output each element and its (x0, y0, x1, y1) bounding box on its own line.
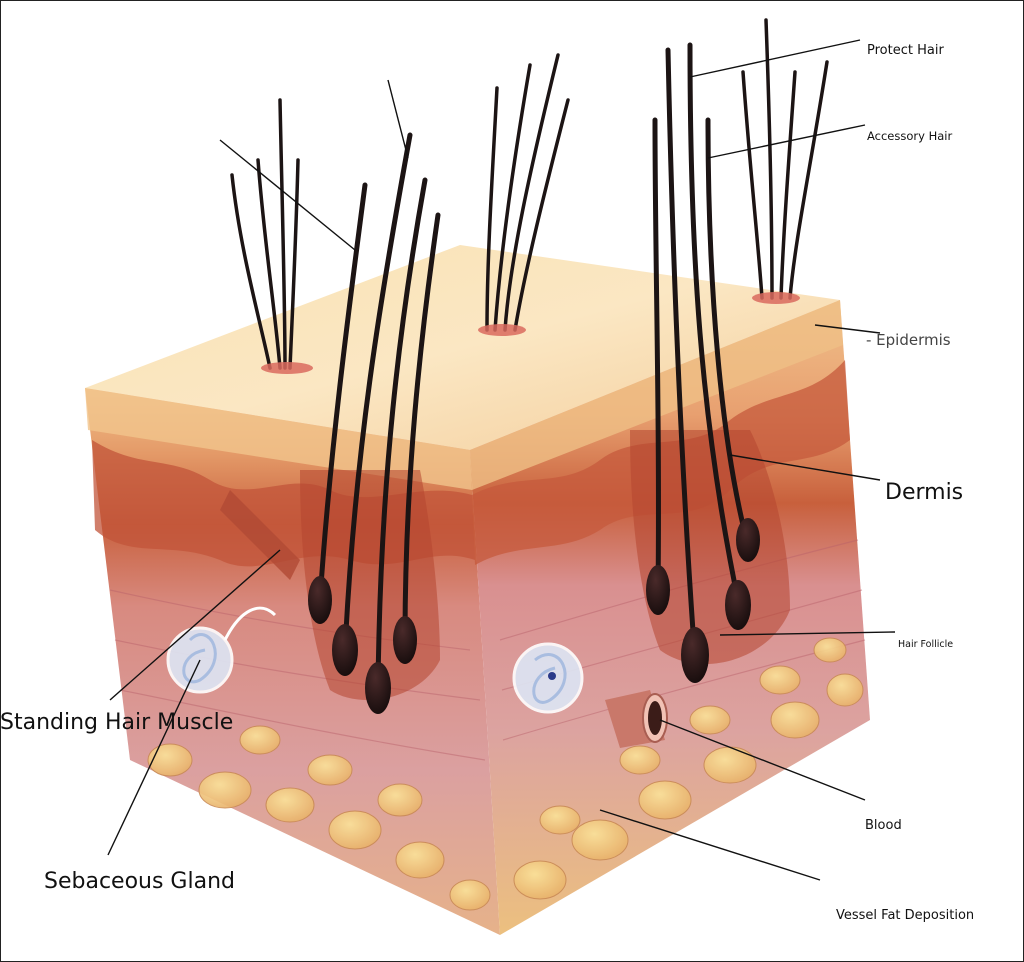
label-sebaceous-gland: Sebaceous Gland (44, 869, 235, 894)
hair-bulbs (308, 518, 760, 714)
leader-line-accessory-hair (707, 124, 866, 159)
leader-line-blood (659, 719, 866, 801)
sebaceous-gland-right (512, 642, 584, 714)
label-blood: Blood (865, 818, 902, 833)
hair-tuft-right (741, 18, 829, 300)
label-hair-follicle: Hair Follicle (898, 639, 954, 650)
label-protect-hair: Protect Hair (867, 43, 944, 58)
epidermis-layer-left (85, 388, 472, 490)
follicle-openings (261, 292, 800, 374)
leader-line-protect-hair (689, 39, 861, 78)
label-dermis: Dermis (885, 480, 964, 505)
leader-line-vessel-fat (599, 809, 821, 881)
hair-tuft-center (485, 53, 570, 332)
label-epidermis: - Epidermis (866, 331, 951, 349)
leader-line-epidermis (814, 324, 881, 334)
leader-line-dermis (729, 454, 881, 481)
arrector-muscle (220, 490, 300, 580)
leader-line-top-left-hair (219, 139, 356, 251)
label-accessory-hair: Accessory Hair (867, 129, 953, 143)
leader-line-top-mid-hair (387, 79, 409, 159)
skin-top-surface (85, 245, 840, 450)
blood-vessel (605, 690, 668, 748)
fat-cells (147, 637, 864, 911)
leader-line-hair-follicle (719, 631, 896, 636)
label-standing-hair-muscle: Standing Hair Muscle (0, 710, 234, 735)
leader-line-standing-hair-muscle (109, 549, 281, 701)
hair-bundle-right (652, 42, 751, 663)
label-vessel-fat-deposition: Vessel Fat Deposition (836, 908, 975, 923)
hair-tuft-left (230, 98, 300, 370)
leader-lines (107, 39, 896, 881)
hair-bundle-center-left (317, 132, 441, 693)
leader-line-sebaceous-gland (107, 659, 201, 856)
